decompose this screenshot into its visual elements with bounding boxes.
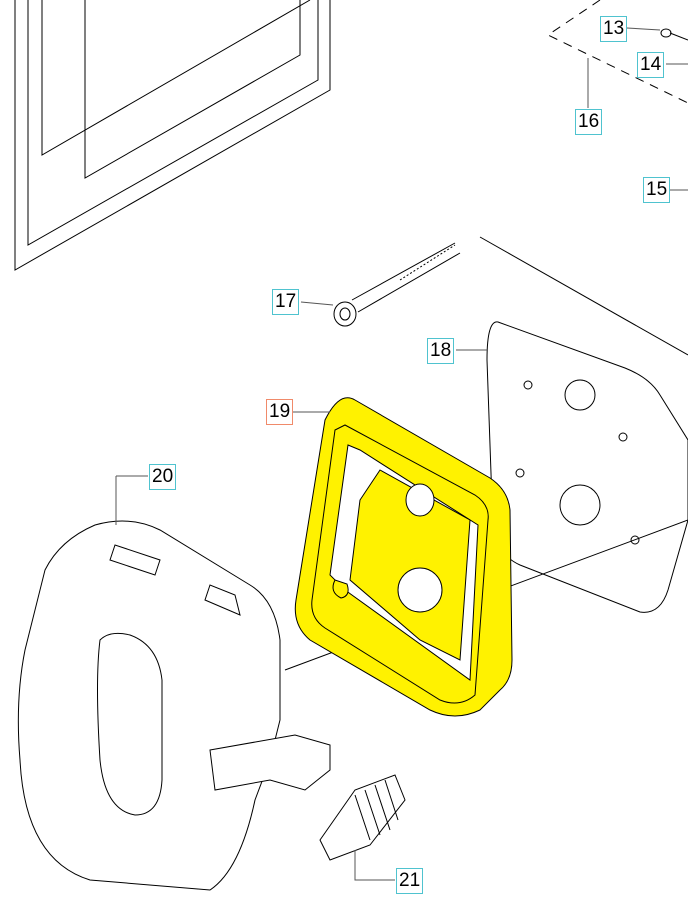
filter-plate-18	[486, 321, 688, 613]
dashed-assembly-outline	[547, 0, 688, 104]
callout-17[interactable]: 17	[272, 289, 300, 315]
air-filter-19	[294, 397, 513, 717]
callout-16[interactable]: 16	[575, 109, 603, 135]
bolt-17	[333, 242, 461, 327]
callout-19-selected[interactable]: 19	[266, 399, 294, 425]
leader-lines	[115, 27, 688, 881]
callout-14[interactable]: 14	[637, 52, 665, 78]
filter-cover-20	[17, 520, 331, 891]
clip-21	[319, 774, 406, 861]
callout-18[interactable]: 18	[427, 338, 455, 364]
callout-15[interactable]: 15	[643, 177, 671, 203]
callout-13[interactable]: 13	[600, 16, 628, 42]
callout-21[interactable]: 21	[396, 868, 424, 894]
screw-13	[660, 28, 688, 41]
callout-20[interactable]: 20	[149, 464, 177, 490]
